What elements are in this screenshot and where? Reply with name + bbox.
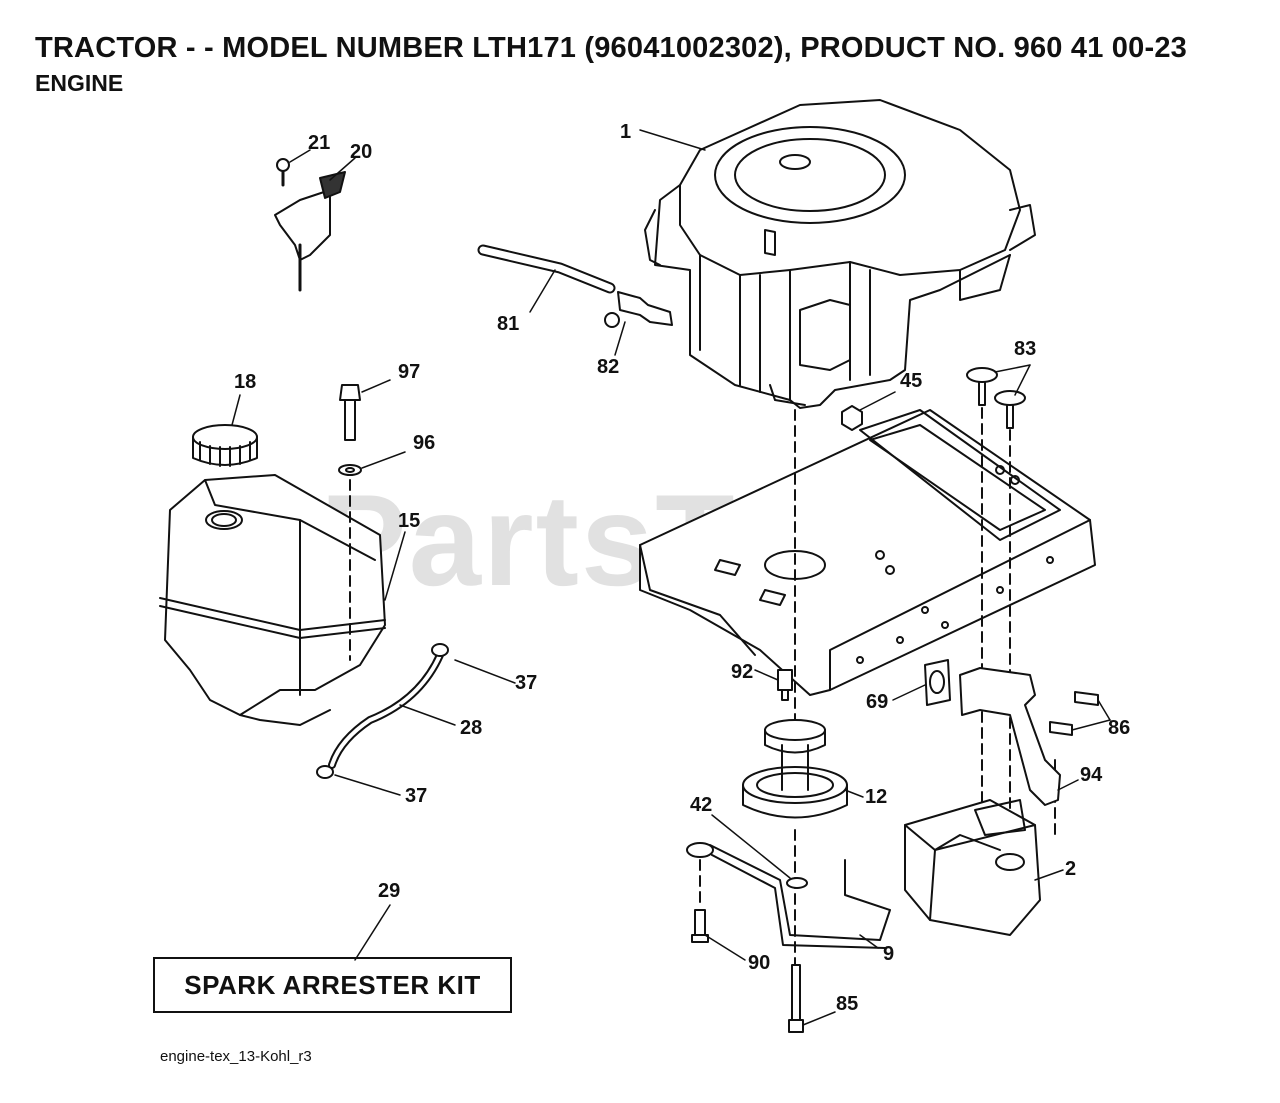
pulley-part[interactable]	[742, 719, 848, 819]
hose-clamp-top-part[interactable]	[431, 643, 449, 657]
callout-92: 92	[731, 661, 753, 683]
callout-83: 83	[1014, 338, 1036, 360]
gas-cap-part[interactable]	[192, 424, 258, 467]
callout-37-bottom: 37	[405, 785, 427, 807]
gasket-part[interactable]	[924, 659, 951, 706]
exhaust-pipe-part[interactable]	[959, 667, 1061, 806]
callout-69: 69	[866, 691, 888, 713]
muffler-part[interactable]	[904, 799, 1041, 936]
callout-82: 82	[597, 356, 619, 378]
callout-90: 90	[748, 952, 770, 974]
bolt-90-part[interactable]	[691, 909, 709, 943]
fuel-hose-part[interactable]	[328, 651, 444, 769]
knob-83-part[interactable]	[966, 367, 1026, 429]
bolt-85-part[interactable]	[788, 964, 804, 1033]
callout-21: 21	[308, 132, 330, 154]
spark-arrester-kit-label: SPARK ARRESTER KIT	[184, 969, 481, 1000]
bolt-97-part[interactable]	[339, 384, 361, 441]
fuel-fitting-part[interactable]	[604, 291, 673, 328]
callout-96: 96	[413, 432, 435, 454]
assembly-lines	[699, 407, 1056, 966]
drawing-code: engine-tex_13-Kohl_r3	[160, 1048, 312, 1065]
fuel-line-part[interactable]	[477, 244, 616, 294]
callout-94: 94	[1080, 764, 1103, 786]
callout-86: 86	[1108, 717, 1130, 739]
callout-97: 97	[398, 361, 420, 383]
callout-18: 18	[234, 371, 256, 393]
callout-85: 85	[836, 993, 858, 1015]
fuel-tank-part[interactable]	[159, 474, 386, 726]
callout-2: 2	[1065, 858, 1076, 880]
throttle-control-part[interactable]	[274, 158, 346, 292]
callout-29: 29	[378, 880, 400, 902]
washer-96-part[interactable]	[338, 464, 362, 476]
leader-lines	[231, 129, 1111, 1026]
bracket-part[interactable]	[686, 842, 891, 949]
nut-45-part[interactable]	[841, 405, 863, 431]
engine-part[interactable]	[644, 99, 1036, 409]
callout-12: 12	[865, 786, 887, 808]
bolt-86-part[interactable]	[1049, 691, 1099, 736]
hose-clamp-bottom-part[interactable]	[316, 765, 334, 779]
page-title: TRACTOR - - MODEL NUMBER LTH171 (9604100…	[35, 32, 1187, 64]
frame-plate-part[interactable]	[639, 409, 1096, 696]
callout-15: 15	[398, 510, 420, 532]
callout-20: 20	[350, 141, 372, 163]
callout-81: 81	[497, 313, 519, 335]
callout-1: 1	[620, 121, 631, 143]
callout-42: 42	[690, 794, 712, 816]
callout-28: 28	[460, 717, 482, 739]
callout-45: 45	[900, 370, 922, 392]
spark-arrester-kit-box[interactable]: SPARK ARRESTER KIT	[153, 957, 512, 1013]
washer-42-part[interactable]	[786, 877, 808, 889]
page-subtitle: ENGINE	[35, 70, 124, 96]
callout-37-top: 37	[515, 672, 537, 694]
bolt-92-part[interactable]	[777, 669, 793, 701]
callout-9: 9	[883, 943, 894, 965]
